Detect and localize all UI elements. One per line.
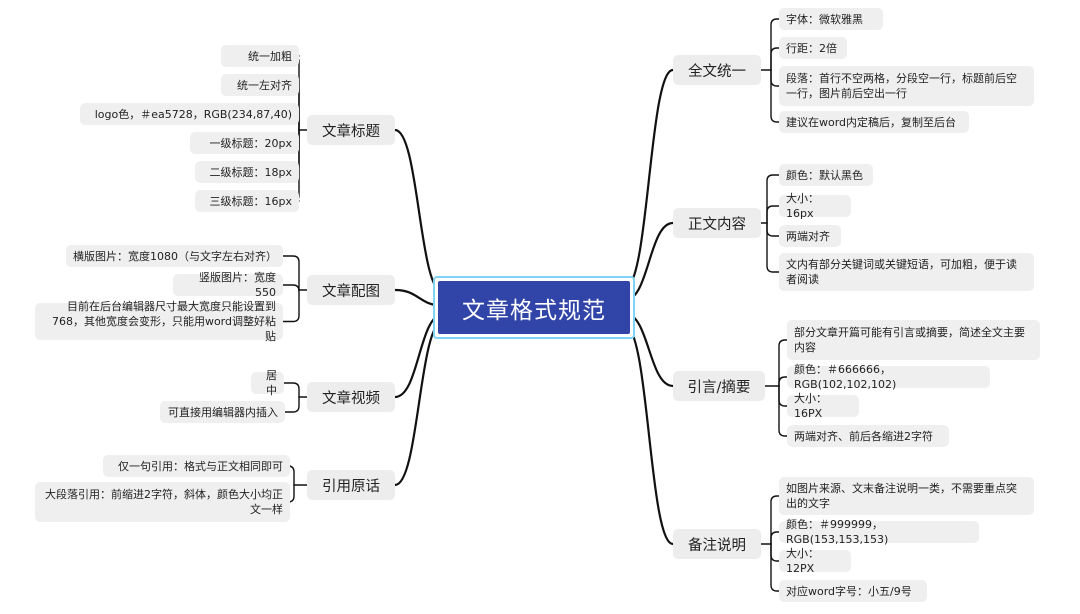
edge-image-1: [282, 284, 300, 292]
edge-note-3: [770, 543, 780, 592]
edge-abstract-2: [778, 385, 788, 407]
edge-body-0: [766, 174, 780, 224]
edge-video-0: [283, 382, 300, 398]
edge-global-0: [770, 18, 780, 71]
leaf-title-4: 二级标题：18px: [195, 161, 299, 183]
leaf-quote-0: 仅一句引用：格式与正文相同即可: [103, 455, 290, 477]
edge-root-global: [623, 68, 675, 290]
root-node[interactable]: 文章格式规范: [433, 276, 635, 339]
leaf-title-0: 统一加粗: [221, 45, 299, 67]
edge-image-0: [282, 255, 300, 291]
edge-abstract-1: [778, 376, 788, 387]
edge-root-quote: [393, 320, 445, 487]
branch-body[interactable]: 正文内容: [673, 208, 761, 238]
leaf-image-0: 横版图片：宽度1080（与文字左右对齐）: [66, 245, 283, 267]
leaf-note-0: 如图片来源、文末备注说明一类，不需要重点突出的文字: [779, 477, 1034, 515]
leaf-global-1: 行距：2倍: [779, 37, 847, 59]
leaf-title-5: 三级标题：16px: [195, 190, 299, 212]
leaf-body-2: 两端对齐: [779, 225, 841, 247]
leaf-body-0: 颜色：默认黑色: [779, 164, 873, 186]
edge-abstract-0: [778, 339, 788, 387]
edge-root-title: [393, 128, 445, 294]
leaf-note-3: 对应word字号：小五/9号: [779, 580, 927, 602]
leaf-body-1: 大小：16px: [779, 192, 851, 220]
edge-note-2: [770, 543, 780, 562]
leaf-abstract-3: 两端对齐、前后各缩进2字符: [787, 425, 949, 447]
leaf-title-2: logo色，＃ea5728，RGB(234,87,40): [80, 103, 299, 125]
leaf-title-3: 一级标题：20px: [190, 132, 299, 154]
edge-body-3: [766, 222, 780, 273]
edge-global-3: [770, 69, 780, 123]
leaf-global-0: 字体：微软雅黑: [779, 8, 883, 30]
leaf-image-1: 竖版图片：宽度550: [173, 271, 283, 299]
edge-global-2: [770, 69, 780, 87]
leaf-note-2: 大小：12PX: [779, 547, 851, 575]
leaf-note-1: 颜色：＃999999，RGB(153,153,153): [779, 518, 979, 546]
branch-image[interactable]: 文章配图: [307, 275, 395, 305]
leaf-body-3: 文内有部分关键词或关键短语，可加粗，便于读者阅读: [779, 253, 1034, 291]
edge-root-note: [623, 324, 675, 546]
leaf-image-2: 目前在后台编辑器尺寸最大宽度只能设置到768，其他宽度会变形，只能用word调整…: [35, 300, 283, 343]
edge-video-1: [284, 396, 300, 413]
branch-note[interactable]: 备注说明: [673, 529, 761, 559]
branch-video[interactable]: 文章视频: [307, 382, 395, 412]
leaf-video-0: 居中: [251, 369, 284, 397]
edge-global-1: [770, 47, 780, 71]
leaf-abstract-1: 颜色：＃666666，RGB(102,102,102): [787, 363, 990, 391]
leaf-abstract-0: 部分文章开篇可能有引言或摘要，简述全文主要内容: [787, 320, 1040, 360]
edge-note-0: [770, 495, 780, 545]
leaf-video-1: 可直接用编辑器内插入: [160, 401, 285, 423]
leaf-quote-1: 大段落引用：前缩进2字符，斜体，颜色大小均正文一样: [35, 482, 290, 522]
edge-body-1: [766, 205, 780, 224]
edge-body-2: [766, 222, 780, 237]
branch-title[interactable]: 文章标题: [307, 115, 395, 145]
edge-abstract-3: [778, 385, 788, 437]
leaf-abstract-2: 大小：16PX: [787, 392, 859, 420]
branch-quote[interactable]: 引用原话: [307, 470, 395, 500]
branch-abstract[interactable]: 引言/摘要: [673, 371, 765, 401]
root-label: 文章格式规范: [438, 281, 630, 334]
edge-image-2: [282, 289, 300, 323]
leaf-global-2: 段落：首行不空两格，分段空一行，标题前后空一行，图片前后空出一行: [779, 66, 1034, 106]
leaf-global-3: 建议在word内定稿后，复制至后台: [779, 111, 969, 133]
edge-note-1: [770, 531, 780, 545]
branch-global[interactable]: 全文统一: [673, 55, 761, 85]
leaf-title-1: 统一左对齐: [221, 74, 299, 96]
